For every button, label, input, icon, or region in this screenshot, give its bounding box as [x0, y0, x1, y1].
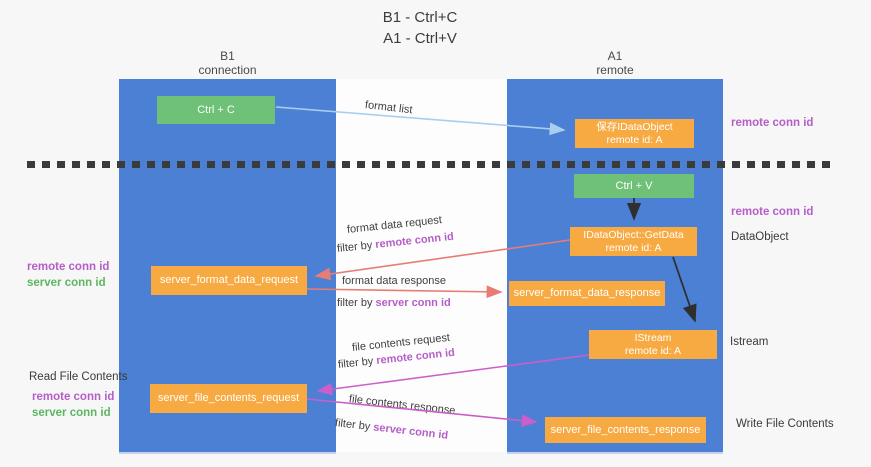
- left-column-header: B1 connection: [119, 49, 336, 77]
- left-server-conn-id-bottom: server conn id: [32, 407, 111, 419]
- right-remote-conn-id-top: remote conn id: [731, 117, 814, 129]
- read-file-contents-label: Read File Contents: [29, 371, 128, 383]
- title-line-2: A1 - Ctrl+V: [383, 30, 457, 47]
- left-header-role: connection: [198, 63, 257, 77]
- ctrl-c-node: Ctrl + C: [157, 96, 275, 124]
- left-remote-conn-id-top: remote conn id: [27, 261, 110, 273]
- session-divider-dashed-line: [27, 161, 834, 168]
- left-server-conn-id-top: server conn id: [27, 277, 106, 289]
- istream-side-label: Istream: [730, 336, 769, 348]
- diagram-title: B1 - Ctrl+C A1 - Ctrl+V: [300, 7, 540, 49]
- getdata-line2: remote id: A: [605, 241, 662, 254]
- server-format-data-request-node: server_format_data_request: [151, 266, 307, 295]
- right-header-role: remote: [596, 63, 634, 77]
- server-file-contents-response-node: server_file_contents_response: [545, 417, 706, 443]
- getdata-line1: IDataObject::GetData: [583, 228, 684, 241]
- right-remote-conn-id-mid: remote conn id: [731, 206, 814, 218]
- istream-line1: IStream: [634, 331, 672, 344]
- server-file-contents-request-label: server_file_contents_request: [157, 392, 300, 404]
- left-remote-conn-id-bottom: remote conn id: [32, 391, 115, 403]
- saved-dataobject-node: 保存IDataObject remote id: A: [575, 119, 694, 148]
- server-format-data-response-label: server_format_data_response: [513, 287, 661, 299]
- format-data-response-filter-label: filter by server conn id: [337, 297, 451, 309]
- server-format-data-request-label: server_format_data_request: [159, 274, 299, 286]
- server-conn-id-text: server conn id: [375, 297, 451, 309]
- right-column-header: A1 remote: [507, 49, 723, 77]
- filter-by-text: filter by: [337, 297, 373, 309]
- saved-dataobject-line2: remote id: A: [606, 133, 663, 146]
- server-file-contents-response-label: server_file_contents_response: [550, 423, 701, 436]
- server-file-contents-request-node: server_file_contents_request: [150, 384, 307, 413]
- title-line-1: B1 - Ctrl+C: [382, 9, 458, 26]
- getdata-node: IDataObject::GetData remote id: A: [570, 227, 697, 256]
- right-header-name: A1: [607, 49, 623, 63]
- dataobject-label: DataObject: [731, 231, 789, 243]
- istream-line2: remote id: A: [624, 344, 682, 357]
- server-format-data-response-node: server_format_data_response: [509, 281, 665, 306]
- ctrl-v-label: Ctrl + V: [615, 179, 653, 192]
- ctrl-v-node: Ctrl + V: [574, 174, 694, 198]
- ctrl-c-label: Ctrl + C: [197, 103, 235, 116]
- saved-dataobject-line1: 保存IDataObject: [596, 120, 673, 133]
- istream-node: IStream remote id: A: [589, 330, 717, 359]
- left-header-name: B1: [220, 49, 235, 63]
- format-data-response-label: format data response: [342, 275, 446, 287]
- write-file-contents-label: Write File Contents: [736, 418, 834, 430]
